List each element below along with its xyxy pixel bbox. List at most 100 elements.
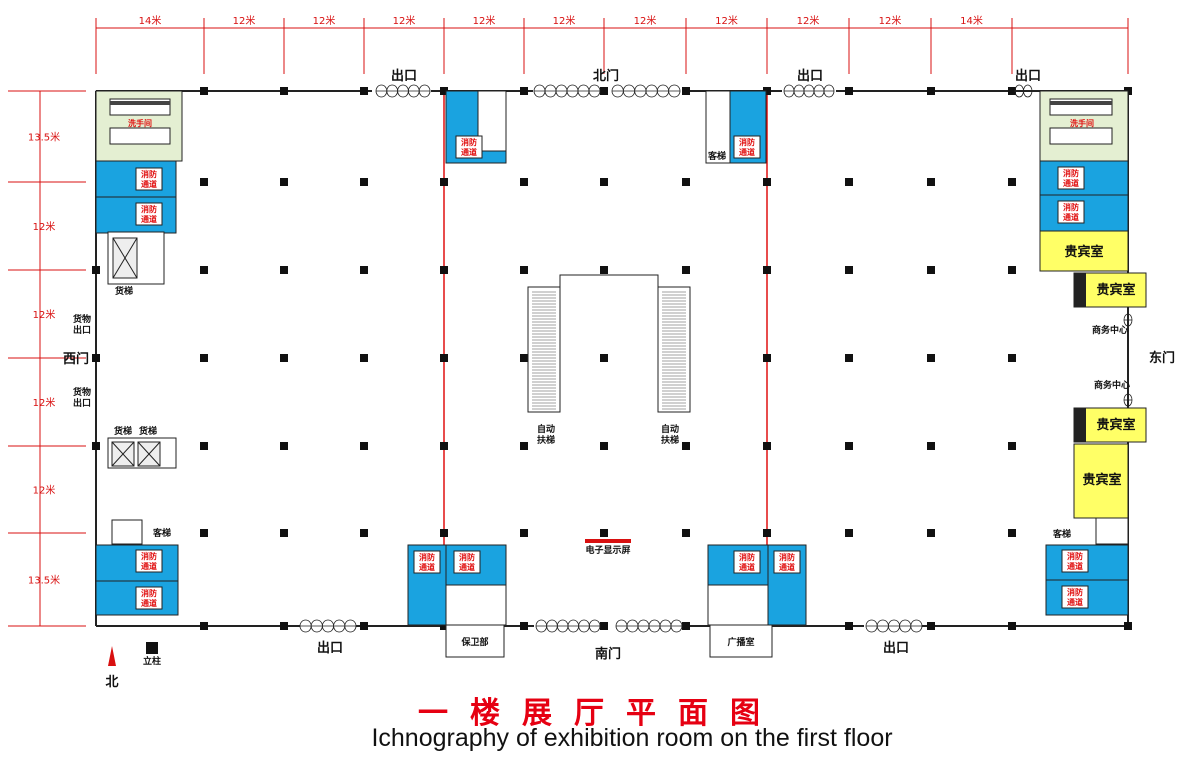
svg-text:贵宾室: 贵宾室 (1082, 472, 1121, 488)
column (92, 266, 100, 274)
svg-text:消防: 消防 (141, 204, 157, 214)
column (1008, 87, 1016, 95)
svg-text:通道: 通道 (141, 179, 157, 189)
dimension-lines (8, 18, 1129, 627)
column (92, 354, 100, 362)
gate-labels: 出口 北门 出口 出口 出口 南门 出口 西门 货物 出口 货物 出口 (63, 68, 1041, 662)
column (360, 442, 368, 450)
column (1008, 529, 1016, 537)
svg-text:客梯: 客梯 (152, 527, 171, 539)
svg-text:消防: 消防 (1063, 202, 1079, 212)
svg-text:东门: 东门 (1149, 350, 1175, 366)
column (682, 622, 690, 630)
hall-divider-lines (443, 91, 768, 545)
svg-text:客梯: 客梯 (1052, 528, 1071, 540)
column (280, 178, 288, 186)
column (280, 354, 288, 362)
dimension-top-label: 12米 (715, 14, 738, 27)
column-legend-label: 立柱 (143, 655, 161, 667)
column (600, 266, 608, 274)
column-legend-swatch (146, 642, 158, 654)
column (200, 442, 208, 450)
svg-text:货梯: 货梯 (114, 425, 132, 437)
column (520, 87, 528, 95)
column (600, 622, 608, 630)
legend: 立柱 北 (105, 642, 161, 690)
column (360, 87, 368, 95)
svg-text:自动: 自动 (661, 423, 679, 435)
svg-text:自动: 自动 (537, 423, 555, 435)
south-core-left: 消防 通道 消防 通道 保卫部 (407, 544, 507, 658)
column (440, 87, 448, 95)
west-freight-lifts: 货梯 货梯 (107, 425, 177, 469)
column (440, 442, 448, 450)
column (682, 442, 690, 450)
exit-label-s2: 出口 (883, 640, 909, 656)
column (682, 87, 690, 95)
svg-text:通道: 通道 (141, 561, 157, 571)
electronic-screen: 电子显示屏 (585, 539, 631, 556)
column (845, 529, 853, 537)
svg-text:通道: 通道 (419, 562, 435, 572)
column (280, 622, 288, 630)
dimension-top-label: 12米 (879, 14, 902, 27)
exit-label-s1: 出口 (317, 640, 343, 656)
column (927, 178, 935, 186)
north-gate-label: 北门 (593, 68, 619, 84)
svg-text:电子显示屏: 电子显示屏 (585, 544, 630, 556)
title-chinese: 一楼展厅平面图 (418, 696, 782, 731)
column (360, 529, 368, 537)
dimension-top-label: 12米 (393, 14, 416, 27)
svg-text:洗手间: 洗手间 (1070, 118, 1094, 128)
column (280, 87, 288, 95)
exit-label-n1: 出口 (391, 68, 417, 84)
dimension-top-label: 12米 (553, 14, 576, 27)
column (92, 442, 100, 450)
column (600, 87, 608, 95)
dimension-top-label: 12米 (473, 14, 496, 27)
svg-text:通道: 通道 (1063, 212, 1079, 222)
column (763, 266, 771, 274)
svg-text:通道: 通道 (739, 147, 755, 157)
column (200, 178, 208, 186)
column (682, 266, 690, 274)
column (520, 529, 528, 537)
column (927, 87, 935, 95)
west-gate-label: 西门 (63, 351, 89, 367)
dimension-left-label: 13.5米 (28, 574, 60, 587)
column (360, 622, 368, 630)
column (927, 442, 935, 450)
svg-text:消防: 消防 (419, 552, 435, 562)
svg-text:消防: 消防 (459, 552, 475, 562)
svg-text:消防: 消防 (1067, 587, 1083, 597)
freight-lift-label: 货梯 (115, 285, 133, 297)
column (360, 266, 368, 274)
column (1124, 622, 1132, 630)
column (763, 178, 771, 186)
column (600, 354, 608, 362)
column (763, 354, 771, 362)
column (200, 622, 208, 630)
svg-text:消防: 消防 (739, 137, 755, 147)
column (1008, 178, 1016, 186)
column (845, 622, 853, 630)
column (360, 354, 368, 362)
column (520, 266, 528, 274)
svg-text:通道: 通道 (739, 562, 755, 572)
svg-text:出口: 出口 (73, 397, 91, 409)
north-arrow-icon (108, 646, 116, 666)
column (763, 87, 771, 95)
column-grid (92, 87, 1132, 630)
svg-text:商务中心: 商务中心 (1092, 324, 1128, 336)
svg-text:通道: 通道 (141, 598, 157, 608)
washroom-label: 洗手间 (128, 118, 152, 128)
svg-text:通道: 通道 (141, 214, 157, 224)
dimension-left-label: 12米 (33, 308, 56, 321)
column (440, 266, 448, 274)
svg-text:广播室: 广播室 (727, 636, 754, 648)
dimension-top-label: 12米 (233, 14, 256, 27)
column (280, 529, 288, 537)
title-english: Ichnography of exhibition room on the fi… (371, 724, 893, 752)
column (200, 354, 208, 362)
